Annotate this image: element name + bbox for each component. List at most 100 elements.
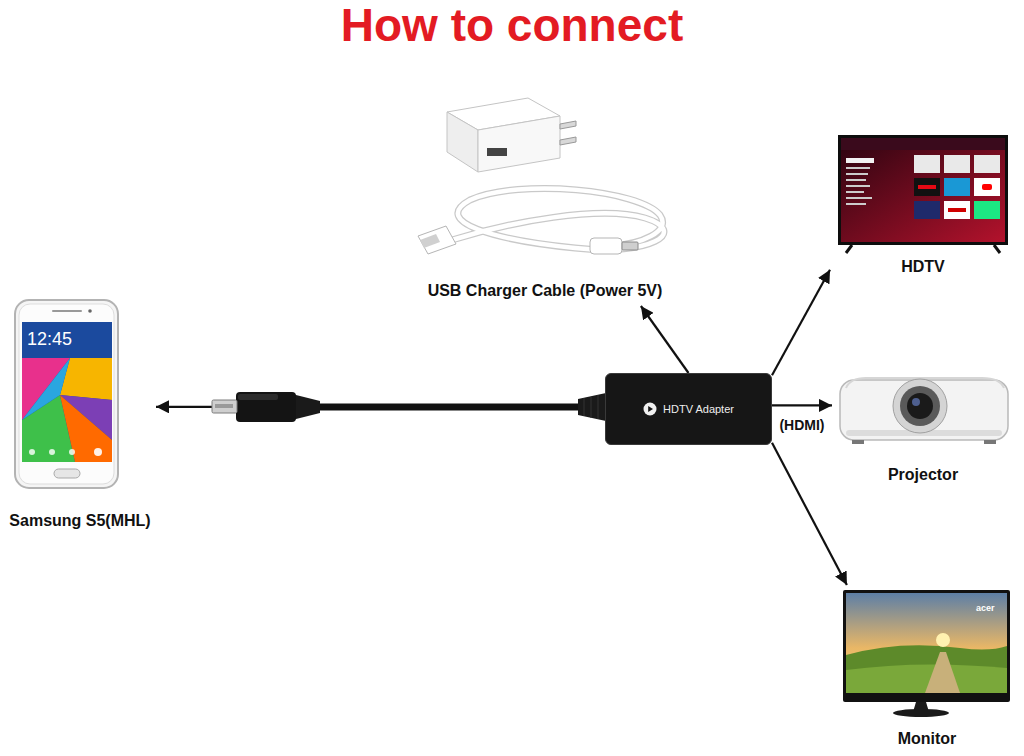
charger-illustration-part bbox=[420, 234, 440, 248]
play-icon bbox=[643, 402, 657, 416]
phone-illustration-part bbox=[19, 304, 114, 484]
charger-illustration-part bbox=[452, 188, 664, 249]
phone-illustration-part bbox=[22, 358, 70, 420]
monitor-illustration-part bbox=[843, 590, 1010, 702]
projector-illustration-part bbox=[907, 393, 933, 419]
projector-illustration-part bbox=[893, 379, 947, 433]
diagram-title: How to connect bbox=[0, 0, 1024, 50]
tv-illustration-part bbox=[846, 185, 870, 187]
tv-illustration-part bbox=[944, 155, 970, 173]
tv-illustration-part bbox=[974, 155, 1000, 173]
projector-illustration-part bbox=[852, 440, 864, 444]
charger-illustration-part bbox=[560, 121, 576, 129]
mhl-cable-part bbox=[591, 397, 592, 418]
projector-illustration bbox=[840, 378, 1008, 444]
brand-logo: acer bbox=[976, 604, 995, 614]
tv-illustration-part bbox=[974, 201, 1000, 219]
charger-illustration-part bbox=[560, 137, 576, 145]
tv-illustration-part bbox=[914, 201, 940, 219]
mhl-cable-part bbox=[578, 393, 606, 421]
charger-illustration-part bbox=[452, 188, 664, 249]
monitor-illustration-part bbox=[846, 645, 1007, 693]
charger-illustration bbox=[418, 98, 664, 254]
charger-illustration-part bbox=[487, 148, 507, 156]
tv-illustration-part bbox=[846, 173, 868, 175]
tv-illustration-part bbox=[994, 245, 1000, 253]
device-label: Monitor bbox=[898, 729, 957, 748]
mhl-cable-part bbox=[584, 398, 585, 416]
connector-arrow bbox=[641, 306, 689, 373]
phone-illustration-part bbox=[88, 309, 92, 313]
tv-illustration-part bbox=[914, 155, 940, 173]
mhl-cable-part bbox=[236, 392, 296, 422]
monitor-illustration-part bbox=[936, 633, 950, 647]
tv-illustration-part bbox=[846, 167, 870, 169]
clock-text: 12:45 bbox=[27, 330, 72, 350]
device-label: USB Charger Cable (Power 5V) bbox=[428, 281, 663, 300]
tv-illustration-part bbox=[846, 179, 866, 181]
tv-illustration-part bbox=[841, 138, 1005, 150]
adapter-box: HDTV Adapter bbox=[605, 373, 772, 445]
tv-illustration-part bbox=[846, 197, 872, 199]
phone-illustration-part bbox=[69, 449, 75, 455]
tv-illustration-part bbox=[846, 191, 864, 193]
device-label: HDTV bbox=[901, 257, 945, 276]
phone-illustration-part bbox=[29, 449, 35, 455]
mhl-cable-part bbox=[238, 394, 278, 400]
monitor-illustration-part bbox=[846, 593, 1007, 693]
charger-illustration-part bbox=[590, 238, 622, 254]
mhl-cable-part bbox=[292, 394, 320, 420]
device-label: Samsung S5(MHL) bbox=[9, 511, 150, 530]
adapter-label: HDTV Adapter bbox=[663, 403, 734, 416]
phone-illustration-part bbox=[22, 322, 112, 462]
device-node: USB Charger Cable (Power 5V) bbox=[408, 92, 682, 306]
tv-illustration-part bbox=[944, 178, 970, 196]
tv-illustration-part bbox=[982, 184, 992, 190]
device-node: HDTV bbox=[830, 130, 1016, 282]
device-node: Samsung S5(MHL) bbox=[4, 296, 156, 536]
phone-illustration-part bbox=[60, 395, 112, 462]
charger-illustration-part bbox=[418, 226, 456, 254]
device-label: Projector bbox=[888, 465, 958, 484]
tv-illustration-part bbox=[974, 178, 1000, 196]
monitor-illustration bbox=[843, 590, 1010, 717]
tv-illustration-part bbox=[948, 208, 966, 212]
tv-illustration-part bbox=[838, 135, 1008, 245]
mhl-cable-part bbox=[598, 395, 599, 419]
mhl-cable-part bbox=[315, 404, 582, 411]
tv-illustration-part bbox=[846, 203, 866, 205]
tv-illustration-part bbox=[944, 201, 970, 219]
mhl-cable-part bbox=[215, 404, 233, 408]
connector-arrow bbox=[772, 404, 832, 406]
charger-illustration-part bbox=[447, 112, 478, 172]
phone-illustration bbox=[15, 300, 118, 488]
phone-illustration-part bbox=[15, 300, 118, 488]
tv-illustration-part bbox=[846, 158, 874, 163]
mhl-cable-part bbox=[212, 400, 237, 413]
tv-illustration-part bbox=[841, 138, 1005, 242]
tv-illustration-part bbox=[918, 185, 936, 189]
projector-illustration-part bbox=[912, 398, 920, 406]
charger-illustration-part bbox=[622, 242, 638, 250]
phone-illustration-part bbox=[94, 448, 102, 456]
connector-arrow bbox=[772, 270, 830, 375]
tv-illustration-part bbox=[914, 178, 940, 196]
phone-illustration-part bbox=[49, 449, 55, 455]
play-icon-triangle bbox=[648, 406, 653, 412]
projector-illustration-part bbox=[984, 440, 996, 444]
connector-arrow bbox=[772, 443, 847, 585]
monitor-illustration-part bbox=[925, 652, 960, 693]
play-icon-circle bbox=[644, 403, 657, 416]
tv-illustration-part bbox=[846, 245, 852, 253]
monitor-illustration-part bbox=[846, 664, 1007, 693]
phone-illustration-part bbox=[54, 469, 80, 478]
tv-illustration bbox=[838, 135, 1008, 253]
device-node: Projector bbox=[832, 370, 1014, 490]
edge-label: (HDMI) bbox=[777, 417, 826, 434]
mhl-cable bbox=[212, 392, 606, 422]
monitor-illustration-part bbox=[893, 709, 949, 717]
charger-illustration-part bbox=[478, 116, 560, 172]
projector-illustration-part bbox=[840, 380, 1008, 440]
